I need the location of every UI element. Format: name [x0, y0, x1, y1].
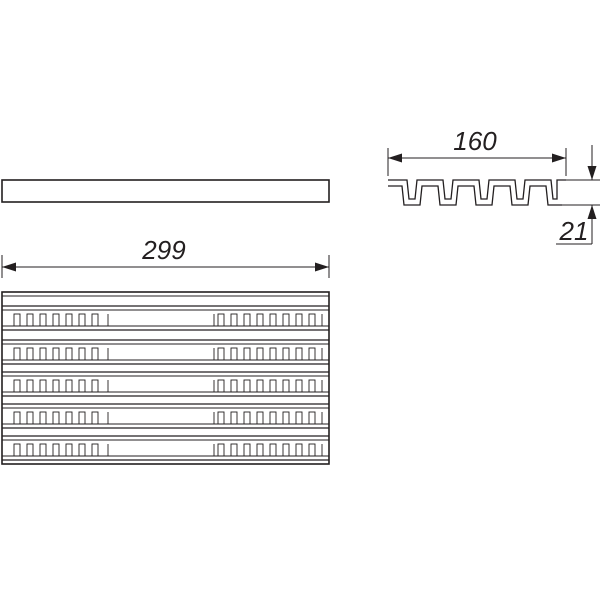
- grid-slot: [217, 313, 225, 327]
- grid-slot: [256, 379, 264, 393]
- arrow-right-icon: [315, 262, 329, 272]
- grid-slot: [256, 443, 264, 457]
- grid-slot: [243, 411, 251, 425]
- grid-slot: [26, 411, 34, 425]
- height-dimension: 21: [556, 145, 600, 246]
- grid-slot: [256, 313, 264, 327]
- grid-slot: [13, 443, 21, 457]
- grid-slot: [39, 313, 47, 327]
- grid-slot: [52, 313, 60, 327]
- grid-slot: [39, 347, 47, 361]
- grid-slot: [217, 347, 225, 361]
- grid-slot: [230, 379, 238, 393]
- grid-slot: [26, 313, 34, 327]
- grid-slot: [230, 313, 238, 327]
- length-dimension-label: 299: [141, 235, 185, 265]
- grid-slot: [217, 443, 225, 457]
- grid-slot: [91, 379, 99, 393]
- grid-slot: [243, 379, 251, 393]
- grid-slot: [295, 347, 303, 361]
- grid-slot: [295, 411, 303, 425]
- grid-slot: [217, 379, 225, 393]
- grid-slot: [230, 347, 238, 361]
- grid-slot: [282, 347, 290, 361]
- grid-slot: [269, 411, 277, 425]
- grid-slot: [65, 379, 73, 393]
- grid-slot: [243, 313, 251, 327]
- grid-slot: [217, 411, 225, 425]
- width-dimension: 160: [387, 126, 567, 176]
- grid-slot: [65, 411, 73, 425]
- grid-slot: [308, 443, 316, 457]
- arrow-up-icon: [587, 205, 597, 219]
- arrow-right-icon: [552, 153, 566, 163]
- grid-slot: [282, 379, 290, 393]
- grid-slot: [243, 347, 251, 361]
- grid-slot: [91, 411, 99, 425]
- grid-slot: [26, 379, 34, 393]
- grid-slot: [91, 313, 99, 327]
- plan-view-grid: [1, 291, 330, 465]
- grid-slot: [78, 379, 86, 393]
- profile-view: [388, 179, 566, 206]
- grid-slot: [230, 443, 238, 457]
- grid-slot: [78, 313, 86, 327]
- grid-slot: [256, 347, 264, 361]
- wave-profile-inner: [388, 179, 566, 200]
- grid-slot: [308, 313, 316, 327]
- grid-slot: [65, 347, 73, 361]
- grid-slot: [13, 313, 21, 327]
- grid-slot: [52, 347, 60, 361]
- grid-slot: [269, 313, 277, 327]
- height-dimension-label: 21: [559, 216, 589, 246]
- grid-slot: [308, 347, 316, 361]
- grid-slot: [91, 347, 99, 361]
- grid-slot: [26, 443, 34, 457]
- grid-slot: [65, 443, 73, 457]
- grid-slot: [295, 313, 303, 327]
- grid-slot: [308, 379, 316, 393]
- grid-slot: [295, 443, 303, 457]
- grid-slot: [52, 443, 60, 457]
- grid-slot: [91, 443, 99, 457]
- grid-slot: [78, 411, 86, 425]
- grid-slot: [78, 347, 86, 361]
- grid-slot: [282, 313, 290, 327]
- grid-slot: [269, 379, 277, 393]
- grid-outline: [1, 291, 330, 465]
- grid-slot: [295, 379, 303, 393]
- grid-slot: [39, 443, 47, 457]
- grid-slot: [13, 347, 21, 361]
- grid-slot: [243, 443, 251, 457]
- grid-slot: [282, 443, 290, 457]
- grid-slot: [26, 347, 34, 361]
- width-dimension-label: 160: [453, 126, 497, 156]
- grid-slot: [256, 411, 264, 425]
- wave-profile: [388, 185, 562, 206]
- grid-slot: [282, 411, 290, 425]
- grid-slot: [39, 411, 47, 425]
- grid-slot: [308, 411, 316, 425]
- grid-slot: [52, 411, 60, 425]
- length-dimension: 299: [1, 235, 330, 278]
- arrow-down-icon: [587, 166, 597, 180]
- grid-slot: [52, 379, 60, 393]
- side-view-bar: [1, 179, 330, 203]
- grid-slot: [230, 411, 238, 425]
- arrow-left-icon: [2, 262, 16, 272]
- grid-slot: [13, 411, 21, 425]
- grid-slot: [65, 313, 73, 327]
- grid-slot: [78, 443, 86, 457]
- grid-slot: [269, 347, 277, 361]
- grid-slot: [13, 379, 21, 393]
- grid-slot: [269, 443, 277, 457]
- arrow-left-icon: [388, 153, 402, 163]
- grid-slot: [39, 379, 47, 393]
